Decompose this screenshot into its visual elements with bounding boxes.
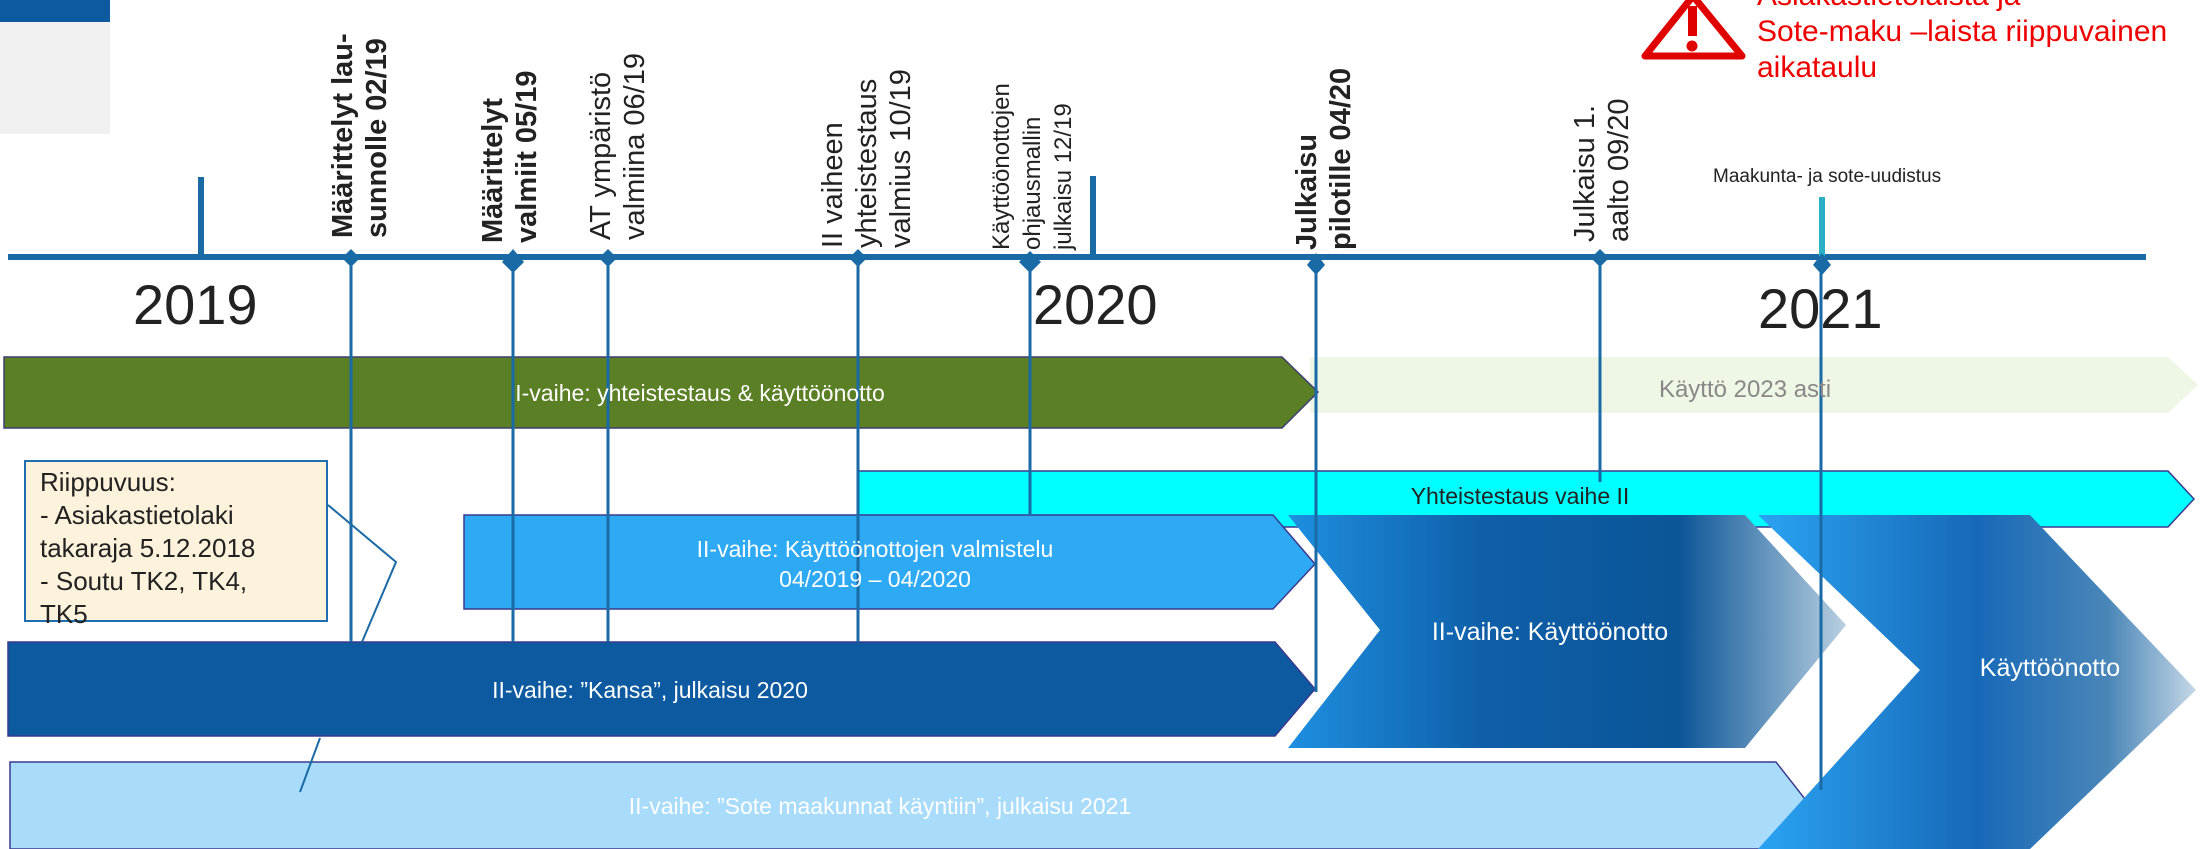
corner-bar xyxy=(0,0,110,22)
bar-kansa xyxy=(7,641,1316,737)
milestone-diamonds xyxy=(342,249,1831,275)
bar-usage xyxy=(1310,357,2198,413)
year-label: 2019 xyxy=(133,273,258,336)
chevron-deploy1-label: II-vaihe: Käyttöönotto xyxy=(1431,618,1669,646)
bar-prep xyxy=(463,514,1317,610)
bar-usage-label: Käyttö 2023 asti xyxy=(1658,376,1832,403)
bar-kansa-label: II-vaihe: ”Kansa”, julkaisu 2020 xyxy=(492,677,808,703)
callout-line xyxy=(299,737,321,793)
bar-phase1-label: I-vaihe: yhteistestaus & käyttöönotto xyxy=(515,380,885,406)
warning-line: Asiakastietolaista ja xyxy=(1757,0,2167,14)
reform-label: Maakunta- ja sote-uudistus xyxy=(1713,166,1942,187)
year-label: 2021 xyxy=(1758,277,1883,340)
bar-phase1 xyxy=(3,356,1320,429)
chevron-deploy1 xyxy=(1288,515,1846,748)
chevron-deploy2 xyxy=(1758,515,2196,849)
bar-sote-label: II-vaihe: ”Sote maakunnat käyntiin”, jul… xyxy=(628,793,1132,819)
warning-text: Asiakastietolaista ja Sote-maku –laista … xyxy=(1757,0,2167,86)
corner-panel xyxy=(0,22,110,134)
warning-line: aikataulu xyxy=(1757,51,1878,84)
warning-icon xyxy=(1641,0,1746,60)
bar-test2-label: Yhteistestaus vaihe II xyxy=(1410,483,1630,509)
dependency-box: Riippuvuus: - Asiakastietolaki takaraja … xyxy=(24,460,328,629)
milestone-label: Julkaisu 1.aalto 09/20 xyxy=(1569,98,1635,242)
year-label: 2020 xyxy=(1033,273,1158,336)
milestone-lines xyxy=(349,257,1823,790)
callout-line xyxy=(327,504,398,643)
chevron-deploy2-label: Käyttöönotto xyxy=(1979,654,2121,682)
warning-line: Sote-maku –laista riippuvainen xyxy=(1757,15,2168,48)
milestone-label: Määrittelyt lau-sunnolle 02/19 xyxy=(327,33,393,238)
